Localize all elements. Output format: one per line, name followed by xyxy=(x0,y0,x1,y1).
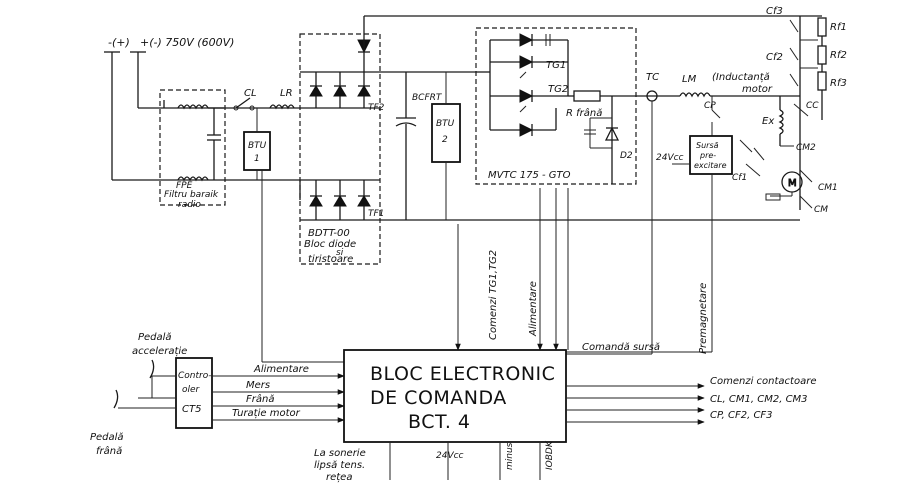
tc-transducer xyxy=(646,90,680,102)
radio-filter xyxy=(159,89,226,206)
mers-label: Mers xyxy=(246,380,270,391)
comanda-sursa-label: Comandă sursă xyxy=(582,342,660,353)
cm-small-label: CM xyxy=(814,205,828,215)
sursa-label-1: Sursă xyxy=(696,141,719,150)
alimentare-vertical-label: Alimentare xyxy=(528,281,539,337)
pedala-acc-label-2: accelerație xyxy=(132,346,187,357)
frana-label: Frână xyxy=(246,393,274,405)
vcc24-bottom-label: 24Vcc xyxy=(436,451,464,461)
tg2-label: TG2 xyxy=(548,84,568,95)
tf1-label: TF1 xyxy=(368,209,384,219)
cl-label: CL xyxy=(244,88,257,99)
sonerie-label-1: La sonerie xyxy=(314,448,366,459)
r-frana-label: R frână xyxy=(566,107,602,119)
field-resistors xyxy=(789,15,827,120)
tc-label: TC xyxy=(646,72,659,83)
bloc-title-2: DE COMANDA xyxy=(370,387,507,409)
pedala-acc-label-1: Pedală xyxy=(138,332,172,343)
premagnetare-label: Premagnetare xyxy=(698,283,709,354)
cf1-label: Cf1 xyxy=(732,173,747,183)
btu2-block xyxy=(431,103,461,163)
outputs-row2-label: CP, CF2, CF3 xyxy=(710,410,773,421)
comenzi-contactoare-label: Comenzi contactoare xyxy=(710,376,816,387)
cm1-label: CM1 xyxy=(818,183,838,193)
supply-plus-label: +(-) 750V (600V) xyxy=(140,36,234,49)
cc-label: CC xyxy=(806,101,819,111)
rf2-label: Rf2 xyxy=(830,50,847,61)
sursa-label-3: excitare xyxy=(694,161,727,170)
ctrl-label-1: Contro- xyxy=(178,371,211,381)
bloc-title-3: BCT. 4 xyxy=(408,411,471,433)
bcfrt-capacitor xyxy=(395,72,417,220)
rf1-label: Rf1 xyxy=(830,22,847,33)
bloc-title-1: BLOC ELECTRONIC xyxy=(370,363,555,385)
sonerie-label-3: rețea xyxy=(326,472,352,483)
ctrl-label-2: oler xyxy=(182,385,201,395)
lm-label: LM xyxy=(682,74,697,85)
filter-label-1: FPE xyxy=(176,181,193,191)
preexcitation-source xyxy=(689,135,733,175)
gto-switches xyxy=(476,33,569,137)
pedals xyxy=(113,359,176,409)
cp-contactor xyxy=(711,96,721,136)
bdtt-block xyxy=(299,33,381,265)
field-winding xyxy=(778,96,809,146)
inductanta-label-1: (Inductanță xyxy=(712,72,770,83)
contactor-outputs xyxy=(566,383,705,425)
bdtt-label-4: tiristoare xyxy=(308,254,353,265)
bdtt-label-3: si xyxy=(336,248,344,258)
tf2-label: TF2 xyxy=(368,103,385,113)
btu2-label-2: 2 xyxy=(442,135,448,145)
minus-label: minus xyxy=(505,442,515,470)
mvtc-chopper-block xyxy=(475,27,637,185)
ct5-signals xyxy=(212,373,345,423)
filter-label-2: Filtru baraik xyxy=(164,190,219,200)
btu1-label-1: BTU xyxy=(248,141,267,151)
tg1-label: TG1 xyxy=(546,60,566,71)
outputs-row1-label: CL, CM1, CM2, CM3 xyxy=(710,394,808,405)
traction-motor xyxy=(765,171,803,201)
bct4-control-block xyxy=(343,349,567,443)
lr-label: LR xyxy=(280,88,293,99)
sonerie-label-2: lipsă tens. xyxy=(314,460,365,471)
ctrl-label-3: CT5 xyxy=(182,404,201,415)
brake-resistor xyxy=(567,62,646,102)
inductanta-label-2: motor xyxy=(742,84,773,95)
supply-minus-label: -(+) xyxy=(108,36,130,49)
bdtt-label-1: BDTT-00 xyxy=(308,228,350,239)
line-contactor-cl xyxy=(233,97,295,111)
iobdk-label: IOBDK xyxy=(545,440,555,470)
cf2-label: Cf2 xyxy=(766,52,783,63)
pedala-fr-label-1: Pedală xyxy=(90,432,124,443)
btu1-block xyxy=(243,131,271,171)
motor-inductance xyxy=(679,92,800,98)
mvtc-label: MVTC 175 - GTO xyxy=(488,170,571,181)
ex-label: Ex xyxy=(762,116,774,127)
cf3-label: Cf3 xyxy=(766,6,783,17)
cp-label: CP xyxy=(704,101,716,111)
filter-label-3: radio xyxy=(178,200,201,210)
controller-ct5 xyxy=(175,357,213,429)
turatie-label: Turație motor xyxy=(232,408,301,419)
cm2-label: CM2 xyxy=(796,143,816,153)
comenzi-tg-label: Comenzi TG1,TG2 xyxy=(488,250,499,340)
diode-d2 xyxy=(584,96,620,184)
btu1-label-2: 1 xyxy=(254,154,260,164)
rf3-label: Rf3 xyxy=(830,78,847,89)
bdtt-diodes xyxy=(299,16,380,221)
bottom-connections xyxy=(389,442,541,480)
signal-lines xyxy=(455,188,569,351)
motor-label: M xyxy=(788,178,797,189)
d2-label: D2 xyxy=(620,151,633,161)
pedala-fr-label-2: frână xyxy=(96,445,122,457)
motor-switches xyxy=(739,139,813,209)
bcfrt-label: BCFRT xyxy=(412,93,443,103)
btu2-label-1: BTU xyxy=(436,119,455,129)
sursa-label-2: pre- xyxy=(699,151,716,160)
alimentare-horizontal-label: Alimentare xyxy=(253,364,309,375)
bdtt-label-2: Bloc diode xyxy=(304,239,356,250)
vcc24-top-label: 24Vcc xyxy=(656,153,684,163)
